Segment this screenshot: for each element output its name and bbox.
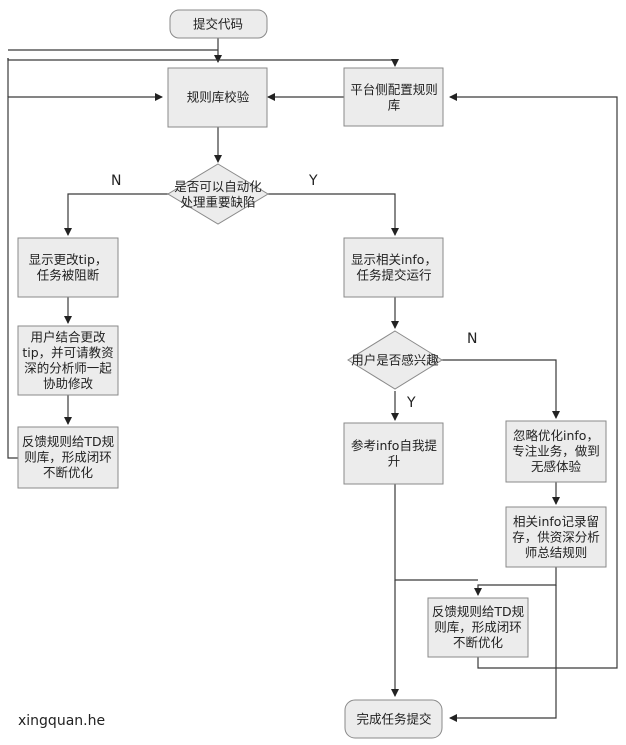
node-label-line: 任务提交运行 bbox=[356, 267, 431, 282]
label-auto-no: N bbox=[111, 173, 121, 189]
node-store-info: 相关info记录留存，供资深分析师总结规则 bbox=[505, 506, 607, 568]
svg-text:反馈规则给TD规则库，形成闭环不断优化: 反馈规则给TD规则库，形成闭环不断优化 bbox=[432, 604, 524, 650]
node-label-line: 库 bbox=[388, 97, 401, 112]
svg-text:提交代码: 提交代码 bbox=[193, 17, 243, 32]
svg-text:忽略优化info，专注业务，做到无感体验: 忽略优化info，专注业务，做到无感体验 bbox=[512, 428, 600, 474]
svg-text:规则库校验: 规则库校验 bbox=[187, 90, 250, 105]
node-label-line: 忽略优化info， bbox=[513, 428, 599, 443]
node-label-line: 则库，形成闭环 bbox=[434, 620, 522, 635]
svg-text:相关info记录留存，供资深分析师总结规则: 相关info记录留存，供资深分析师总结规则 bbox=[512, 514, 600, 560]
node-label-line: 用户结合更改 bbox=[30, 329, 106, 344]
node-label-line: 显示相关info， bbox=[351, 252, 437, 267]
edge-store-to-feedback bbox=[474, 567, 557, 596]
node-auto-fix-decision: 是否可以自动化处理重要缺陷 bbox=[167, 163, 269, 225]
node-label-line: 平台侧配置规则 bbox=[350, 82, 438, 97]
svg-text:显示相关info，任务提交运行: 显示相关info，任务提交运行 bbox=[351, 252, 437, 283]
node-label-line: 师总结规则 bbox=[525, 545, 588, 560]
node-show-info: 显示相关info，任务提交运行 bbox=[343, 237, 444, 298]
node-label-line: tip，并可请教资 bbox=[22, 345, 113, 360]
label-interest-no: N bbox=[467, 331, 477, 347]
edge-decision-no bbox=[64, 193, 170, 236]
edge-store-to-complete bbox=[449, 585, 557, 722]
svg-text:参考info自我提升: 参考info自我提升 bbox=[351, 438, 437, 469]
node-interest-decision: 用户是否感兴趣 bbox=[347, 330, 443, 390]
edge-decision-yes bbox=[268, 193, 399, 236]
node-platform-config: 平台侧配置规则库 bbox=[343, 67, 444, 127]
watermark-text: xingquan.he bbox=[18, 713, 105, 729]
node-label-line: 则库，形成闭环 bbox=[24, 450, 112, 465]
edge-self-to-feedback bbox=[394, 484, 478, 581]
edge-interest-no bbox=[442, 359, 560, 419]
node-label-line: 参考info自我提 bbox=[351, 438, 437, 453]
node-label-line: 协助修改 bbox=[43, 376, 94, 391]
node-label-line: 相关info记录留 bbox=[513, 514, 599, 529]
node-label-line: 提交代码 bbox=[193, 17, 243, 32]
node-label-line: 升 bbox=[388, 453, 401, 468]
node-label-line: 不断优化 bbox=[43, 465, 94, 480]
node-label-line: 反馈规则给TD规 bbox=[432, 604, 524, 619]
node-label-line: 无感体验 bbox=[531, 459, 582, 474]
edge-feedback-left-loop bbox=[7, 93, 163, 459]
svg-text:反馈规则给TD规则库，形成闭环不断优化: 反馈规则给TD规则库，形成闭环不断优化 bbox=[22, 434, 114, 480]
node-show-tip: 显示更改tip，任务被阻断 bbox=[17, 237, 119, 298]
node-rule-check: 规则库校验 bbox=[167, 67, 268, 128]
node-label-line: 专注业务，做到 bbox=[512, 444, 600, 459]
svg-text:平台侧配置规则库: 平台侧配置规则库 bbox=[350, 82, 438, 113]
node-label-line: 存，供资深分析 bbox=[512, 530, 600, 545]
node-label-line: 用户是否感兴趣 bbox=[351, 353, 439, 368]
edge-feedback-right-loop bbox=[449, 93, 618, 669]
node-complete: 完成任务提交 bbox=[344, 699, 443, 739]
svg-text:是否可以自动化处理重要缺陷: 是否可以自动化处理重要缺陷 bbox=[174, 179, 262, 210]
node-label-line: 任务被阻断 bbox=[37, 267, 100, 282]
node-label-line: 不断优化 bbox=[453, 635, 504, 650]
edge-left-loop-top bbox=[7, 58, 399, 67]
node-label-line: 规则库校验 bbox=[187, 90, 250, 105]
node-self-improve: 参考info自我提升 bbox=[343, 422, 444, 485]
label-auto-yes: Y bbox=[308, 173, 318, 189]
node-label-line: 处理重要缺陷 bbox=[180, 194, 255, 209]
node-label-line: 是否可以自动化 bbox=[174, 179, 262, 194]
node-label-line: 完成任务提交 bbox=[356, 712, 431, 727]
node-feedback-right: 反馈规则给TD规则库，形成闭环不断优化 bbox=[427, 597, 529, 658]
svg-text:显示更改tip，任务被阻断: 显示更改tip，任务被阻断 bbox=[29, 252, 108, 283]
node-label-line: 深的分析师一起 bbox=[24, 360, 112, 375]
node-label-line: 反馈规则给TD规 bbox=[22, 434, 114, 449]
svg-text:完成任务提交: 完成任务提交 bbox=[356, 712, 431, 727]
node-submit-code: 提交代码 bbox=[169, 9, 268, 39]
svg-text:用户是否感兴趣: 用户是否感兴趣 bbox=[351, 353, 439, 368]
node-feedback-left: 反馈规则给TD规则库，形成闭环不断优化 bbox=[17, 426, 119, 489]
node-ignore-info: 忽略优化info，专注业务，做到无感体验 bbox=[505, 420, 607, 483]
node-label-line: 显示更改tip， bbox=[29, 252, 108, 267]
connectors bbox=[7, 38, 618, 722]
label-interest-yes: Y bbox=[406, 395, 416, 411]
